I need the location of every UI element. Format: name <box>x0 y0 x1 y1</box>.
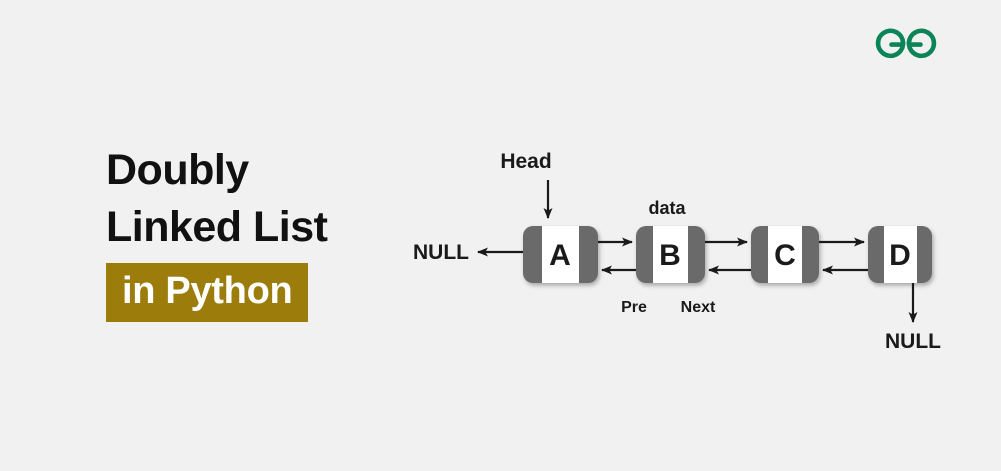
list-node-b <box>636 226 705 283</box>
list-node-d-value: D <box>889 239 911 272</box>
title-line-2: Linked List <box>106 203 328 251</box>
label-head: Head <box>500 150 551 173</box>
label-next: Next <box>681 299 716 316</box>
label-null-right: NULL <box>885 330 941 353</box>
gg-logo-icon <box>875 28 937 59</box>
geeksforgeeks-logo <box>872 22 940 66</box>
title-highlight: in Python <box>106 263 309 322</box>
page-title: Doubly Linked List in Python <box>106 142 446 322</box>
list-node-c <box>751 226 819 283</box>
list-node-d <box>868 226 932 283</box>
label-prev: Pre <box>621 299 647 316</box>
title-line-1: Doubly <box>106 146 249 194</box>
list-node-a-value: A <box>549 239 571 272</box>
label-data: data <box>648 198 686 218</box>
doubly-linked-list-diagram: Head NULL data A B C <box>400 130 1000 370</box>
label-null-left: NULL <box>413 241 469 264</box>
list-node-c-value: C <box>774 239 796 272</box>
list-node-b-value: B <box>659 239 681 272</box>
list-node-a <box>523 226 598 283</box>
